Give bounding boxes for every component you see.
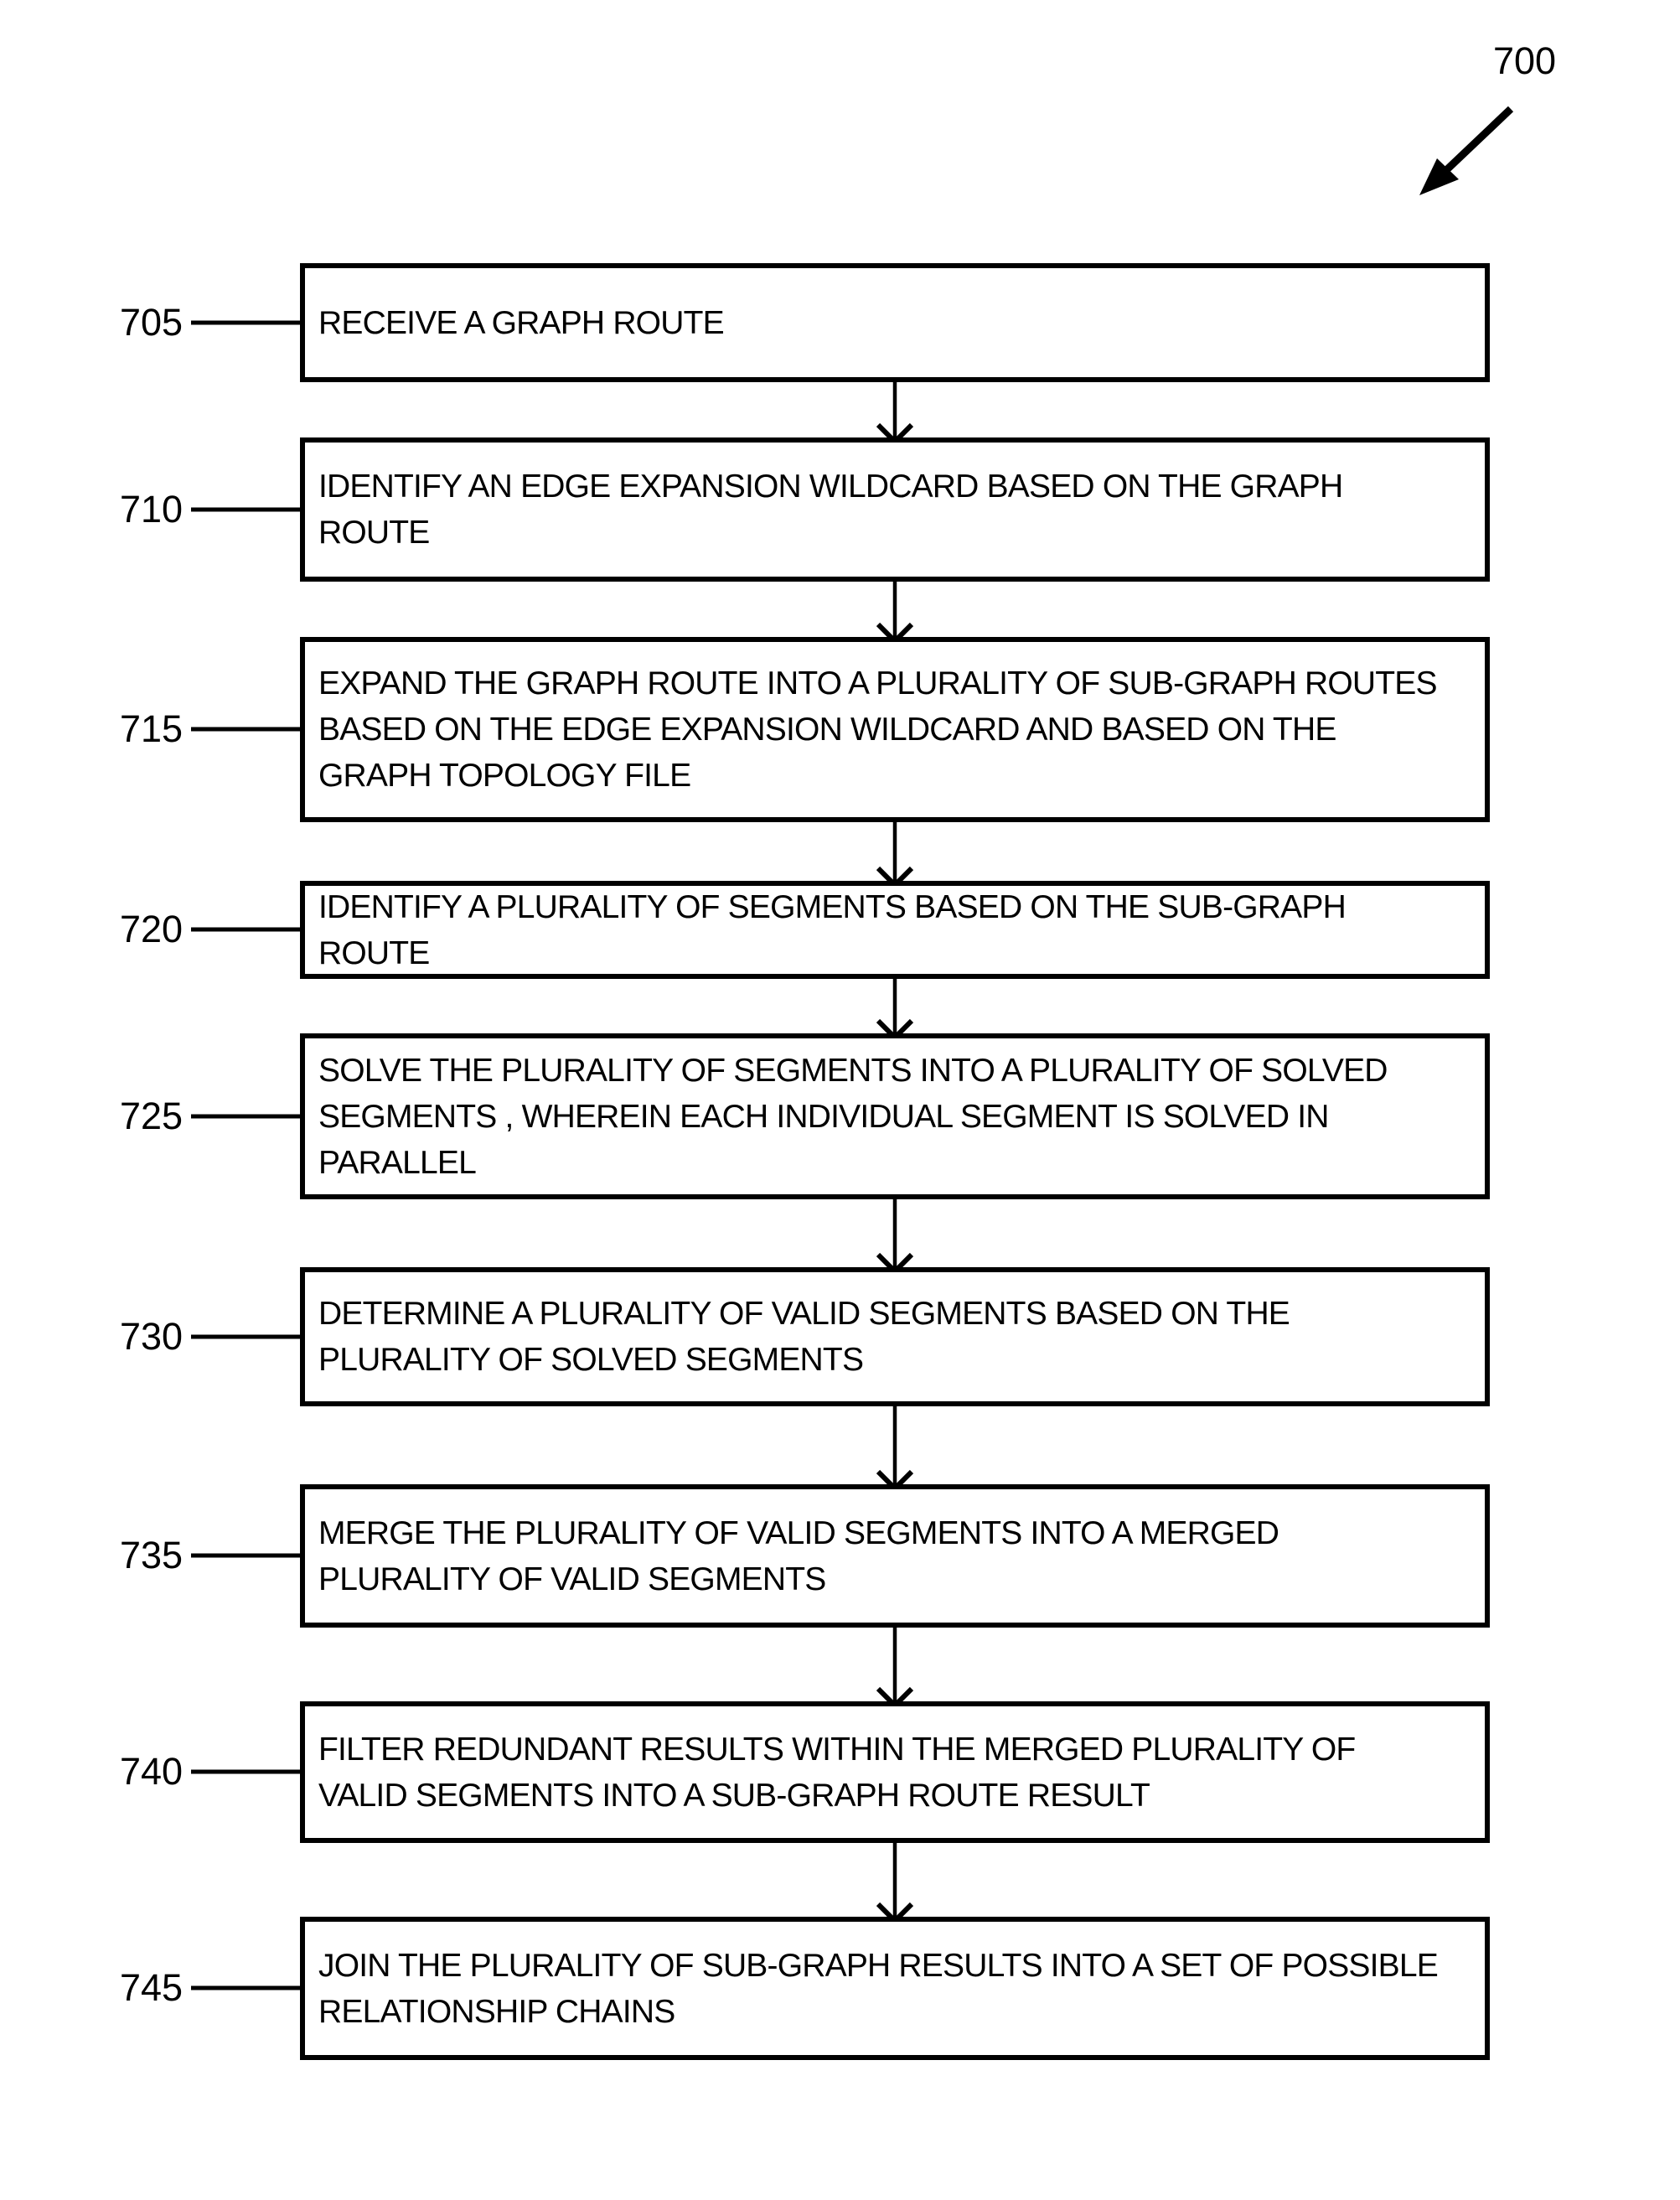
step-text-710: IDENTIFY AN EDGE EXPANSION WILDCARD BASE… [318,468,1343,551]
step-box-720: IDENTIFY A PLURALITY OF SEGMENTS BASED O… [300,881,1490,979]
step-box-725: SOLVE THE PLURALITY OF SEGMENTS INTO A P… [300,1033,1490,1199]
step-ref-745: 745 [120,1966,184,2009]
arrow-740-to-745 [876,1838,914,1925]
step-text-720: IDENTIFY A PLURALITY OF SEGMENTS BASED O… [318,888,1347,971]
step-ref-720: 720 [120,908,184,950]
step-text-735: MERGE THE PLURALITY OF VALID SEGMENTS IN… [318,1514,1279,1597]
step-text-740: FILTER REDUNDANT RESULTS WITHIN THE MERG… [318,1731,1356,1814]
step-box-715: EXPAND THE GRAPH ROUTE INTO A PLURALITY … [300,637,1490,822]
arrow-705-to-710 [876,377,914,446]
step-box-735: MERGE THE PLURALITY OF VALID SEGMENTS IN… [300,1484,1490,1628]
step-text-725: SOLVE THE PLURALITY OF SEGMENTS INTO A P… [318,1052,1388,1181]
step-box-710: IDENTIFY AN EDGE EXPANSION WILDCARD BASE… [300,437,1490,582]
arrow-720-to-725 [876,974,914,1042]
figure-reference-arrow-icon [1419,106,1514,195]
figure-reference: 700 [1493,39,1557,82]
step-text-715: EXPAND THE GRAPH ROUTE INTO A PLURALITY … [318,665,1438,794]
step-ref-705: 705 [120,301,184,344]
arrow-730-to-735 [876,1401,914,1493]
step-box-745: JOIN THE PLURALITY OF SUB-GRAPH RESULTS … [300,1917,1490,2060]
step-ref-735: 735 [120,1534,184,1576]
step-text-730: DETERMINE A PLURALITY OF VALID SEGMENTS … [318,1296,1290,1378]
leader-lines [191,320,303,1990]
step-ref-725: 725 [120,1095,184,1137]
step-ref-710: 710 [120,488,184,531]
step-ref-715: 715 [120,707,184,750]
step-box-740: FILTER REDUNDANT RESULTS WITHIN THE MERG… [300,1701,1490,1843]
step-ref-740: 740 [120,1750,184,1793]
step-ref-730: 730 [120,1315,184,1358]
step-text-745: JOIN THE PLURALITY OF SUB-GRAPH RESULTS … [318,1947,1439,2030]
arrow-725-to-730 [876,1194,914,1276]
arrow-715-to-720 [876,817,914,889]
arrow-735-to-740 [876,1623,914,1710]
step-text-705: RECEIVE A GRAPH ROUTE [318,304,725,341]
step-box-730: DETERMINE A PLURALITY OF VALID SEGMENTS … [300,1267,1490,1406]
arrow-710-to-715 [876,577,914,645]
step-box-705: RECEIVE A GRAPH ROUTE [300,263,1490,382]
